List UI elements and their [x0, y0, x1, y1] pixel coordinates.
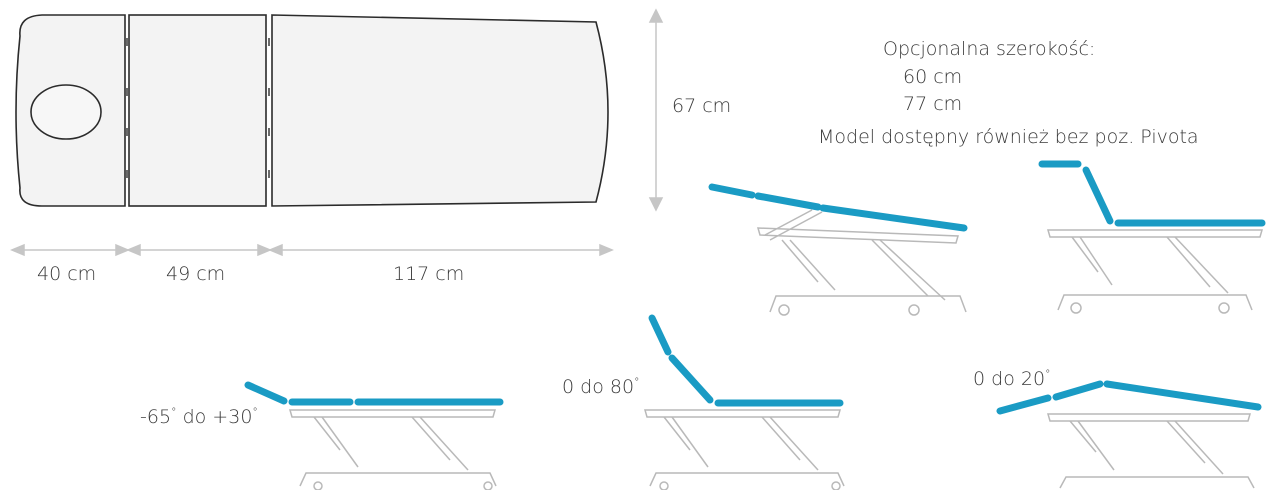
head-tilt-to: do +30	[176, 406, 253, 428]
height-dimension-arrow	[648, 8, 664, 212]
leg-range-label: 0 do 20°	[973, 367, 1051, 390]
position-sketch-seated	[1038, 160, 1266, 314]
width-option-60: 60 cm	[903, 66, 963, 88]
degree-sign: °	[252, 405, 258, 419]
seat-section-width-label: 49 cm	[166, 263, 226, 285]
position-sketch-head-tilt	[244, 381, 504, 490]
seat-section-panel	[128, 14, 267, 207]
leg-section-width-label: 117 cm	[393, 263, 465, 285]
width-dimension-arrows	[10, 243, 614, 257]
position-sketch-leg	[996, 380, 1262, 489]
position-sketch-backrest	[644, 314, 845, 490]
degree-sign: °	[171, 405, 177, 419]
width-option-77: 77 cm	[903, 93, 963, 115]
backrest-range-text: 0 do 80	[562, 376, 635, 398]
degree-sign: °	[1045, 367, 1051, 381]
head-tilt-range-label: -65° do +30°	[140, 405, 258, 428]
leg-section-panel	[271, 14, 609, 207]
optional-width-title: Opcjonalna szerokość:	[883, 38, 1096, 60]
leg-range-text: 0 do 20	[973, 368, 1046, 390]
face-hole-icon	[30, 84, 102, 140]
head-tilt-from: -65	[140, 406, 172, 428]
position-sketch-tilted	[708, 183, 968, 316]
table-top-view	[15, 14, 609, 207]
head-section-width-label: 40 cm	[37, 263, 97, 285]
hinge-marks	[126, 38, 270, 178]
model-note: Model dostępny również bez poz. Pivota	[818, 126, 1199, 148]
table-width-label: 67 cm	[672, 95, 732, 117]
backrest-range-label: 0 do 80°	[562, 375, 640, 398]
degree-sign: °	[634, 375, 640, 389]
